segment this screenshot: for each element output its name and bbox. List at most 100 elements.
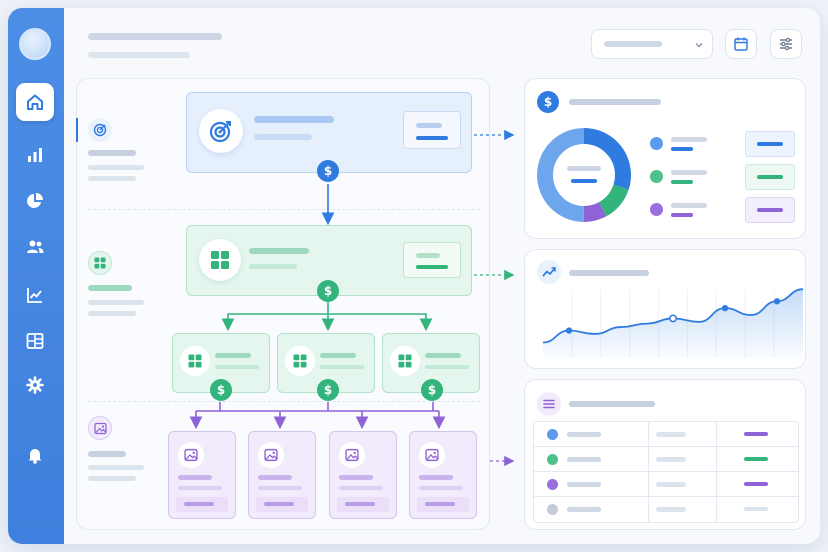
table-row[interactable]	[534, 497, 798, 522]
nav-settings[interactable]	[16, 366, 54, 404]
tier3-node-icon	[285, 346, 315, 376]
tier3-node-icon	[390, 346, 420, 376]
tier3-desc-placeholder	[88, 476, 136, 481]
dollar-icon: $	[543, 95, 553, 109]
column-divider	[716, 422, 717, 522]
chip-value-placeholder	[184, 502, 214, 506]
grid-icon	[211, 251, 229, 269]
donut-card-icon: $	[537, 91, 559, 113]
table-row[interactable]	[534, 422, 798, 447]
tier2-dollar-badge: $	[317, 280, 339, 302]
dollar-icon: $	[323, 284, 333, 298]
row-dot-green	[547, 454, 558, 465]
row-label-placeholder	[567, 482, 601, 487]
tier1-node-icon	[199, 109, 243, 153]
nav-home[interactable]	[16, 83, 54, 121]
legend-value-fill	[757, 208, 783, 212]
tier4-node-subtitle-placeholder	[258, 486, 302, 490]
legend-value-fill	[757, 142, 783, 146]
divider	[88, 401, 480, 402]
image-icon	[184, 448, 198, 462]
nav-users[interactable]	[16, 228, 54, 266]
line-chart-icon	[27, 288, 42, 303]
tier4-node-subtitle-placeholder	[178, 486, 222, 490]
table-row[interactable]	[534, 472, 798, 497]
tier2-node-title-placeholder	[249, 248, 309, 254]
avatar[interactable]	[19, 28, 51, 60]
tier4-node-1[interactable]	[168, 431, 236, 519]
trend-area	[543, 289, 803, 358]
chip-value-placeholder	[264, 502, 294, 506]
row-dot-gray	[547, 504, 558, 515]
date-range-dropdown[interactable]	[591, 29, 713, 59]
tier3-node-icon	[180, 346, 210, 376]
legend-value-box	[745, 131, 795, 157]
dashboard-grid-icon	[26, 333, 44, 349]
dropdown-value-placeholder	[604, 41, 662, 47]
tier3-title-placeholder	[88, 451, 126, 457]
gear-icon	[26, 376, 44, 394]
grid-icon	[293, 354, 307, 368]
donut-slice	[537, 128, 631, 222]
tier3-node-title-placeholder	[425, 353, 461, 358]
tier3-node-subtitle-placeholder	[215, 365, 259, 369]
legend-label-placeholder	[671, 137, 707, 142]
trend-card-icon	[537, 260, 561, 284]
row-value-placeholder	[656, 507, 686, 512]
nav-analytics[interactable]	[16, 136, 54, 174]
donut-slices	[537, 128, 631, 222]
trend-chart	[542, 288, 804, 358]
tier4-node-chip	[176, 497, 228, 512]
trend-point	[721, 304, 729, 312]
tier4-node-chip	[417, 497, 469, 512]
table-row[interactable]	[534, 447, 798, 472]
tier1-node[interactable]	[186, 92, 472, 173]
row-label-placeholder	[567, 507, 601, 512]
target-icon	[93, 123, 107, 137]
row-dot-blue	[547, 429, 558, 440]
grid-icon	[398, 354, 412, 368]
legend-dot-blue	[650, 137, 663, 150]
tier4-node-icon	[419, 442, 445, 468]
trend-card-title-placeholder	[569, 270, 649, 276]
tier4-node-2[interactable]	[248, 431, 316, 519]
tier4-node-chip	[337, 497, 389, 512]
legend-label-placeholder	[671, 170, 707, 175]
nav-dashboards[interactable]	[16, 322, 54, 360]
tier4-node-title-placeholder	[339, 475, 373, 480]
tier3-node-2[interactable]	[277, 333, 375, 393]
nav-notifications[interactable]	[16, 436, 54, 474]
tier2-node-value-box	[403, 242, 461, 278]
list-icon	[543, 399, 555, 409]
tier3-node-subtitle-placeholder	[425, 365, 469, 369]
tier3-node-1[interactable]	[172, 333, 270, 393]
tier2-title-placeholder	[88, 285, 132, 291]
calendar-button[interactable]	[725, 29, 757, 59]
tier4-node-icon	[178, 442, 204, 468]
dollar-icon: $	[216, 383, 226, 397]
dollar-icon: $	[323, 164, 333, 178]
image-icon	[425, 448, 439, 462]
row-label-placeholder	[567, 432, 601, 437]
filter-button[interactable]	[770, 29, 802, 59]
tier4-node-4[interactable]	[409, 431, 477, 519]
home-icon	[27, 94, 43, 110]
legend-label-placeholder	[671, 203, 707, 208]
nav-reports[interactable]	[16, 182, 54, 220]
tier2-label-icon	[88, 251, 112, 275]
page-subtitle-placeholder	[88, 52, 190, 58]
tier2-node-subtitle-placeholder	[249, 264, 297, 269]
row-value-placeholder	[656, 457, 686, 462]
legend-value-bar	[671, 147, 693, 151]
legend-value-bar	[671, 180, 693, 184]
tier4-node-3[interactable]	[329, 431, 397, 519]
trend-card	[524, 249, 806, 369]
row-label-placeholder	[567, 457, 601, 462]
calendar-icon	[734, 37, 748, 51]
tier3-node-title-placeholder	[215, 353, 251, 358]
row-status-bar	[744, 482, 768, 486]
divider	[88, 209, 480, 210]
tier3-desc-placeholder	[88, 465, 144, 470]
nav-trends[interactable]	[16, 276, 54, 314]
donut-slice	[537, 128, 631, 222]
